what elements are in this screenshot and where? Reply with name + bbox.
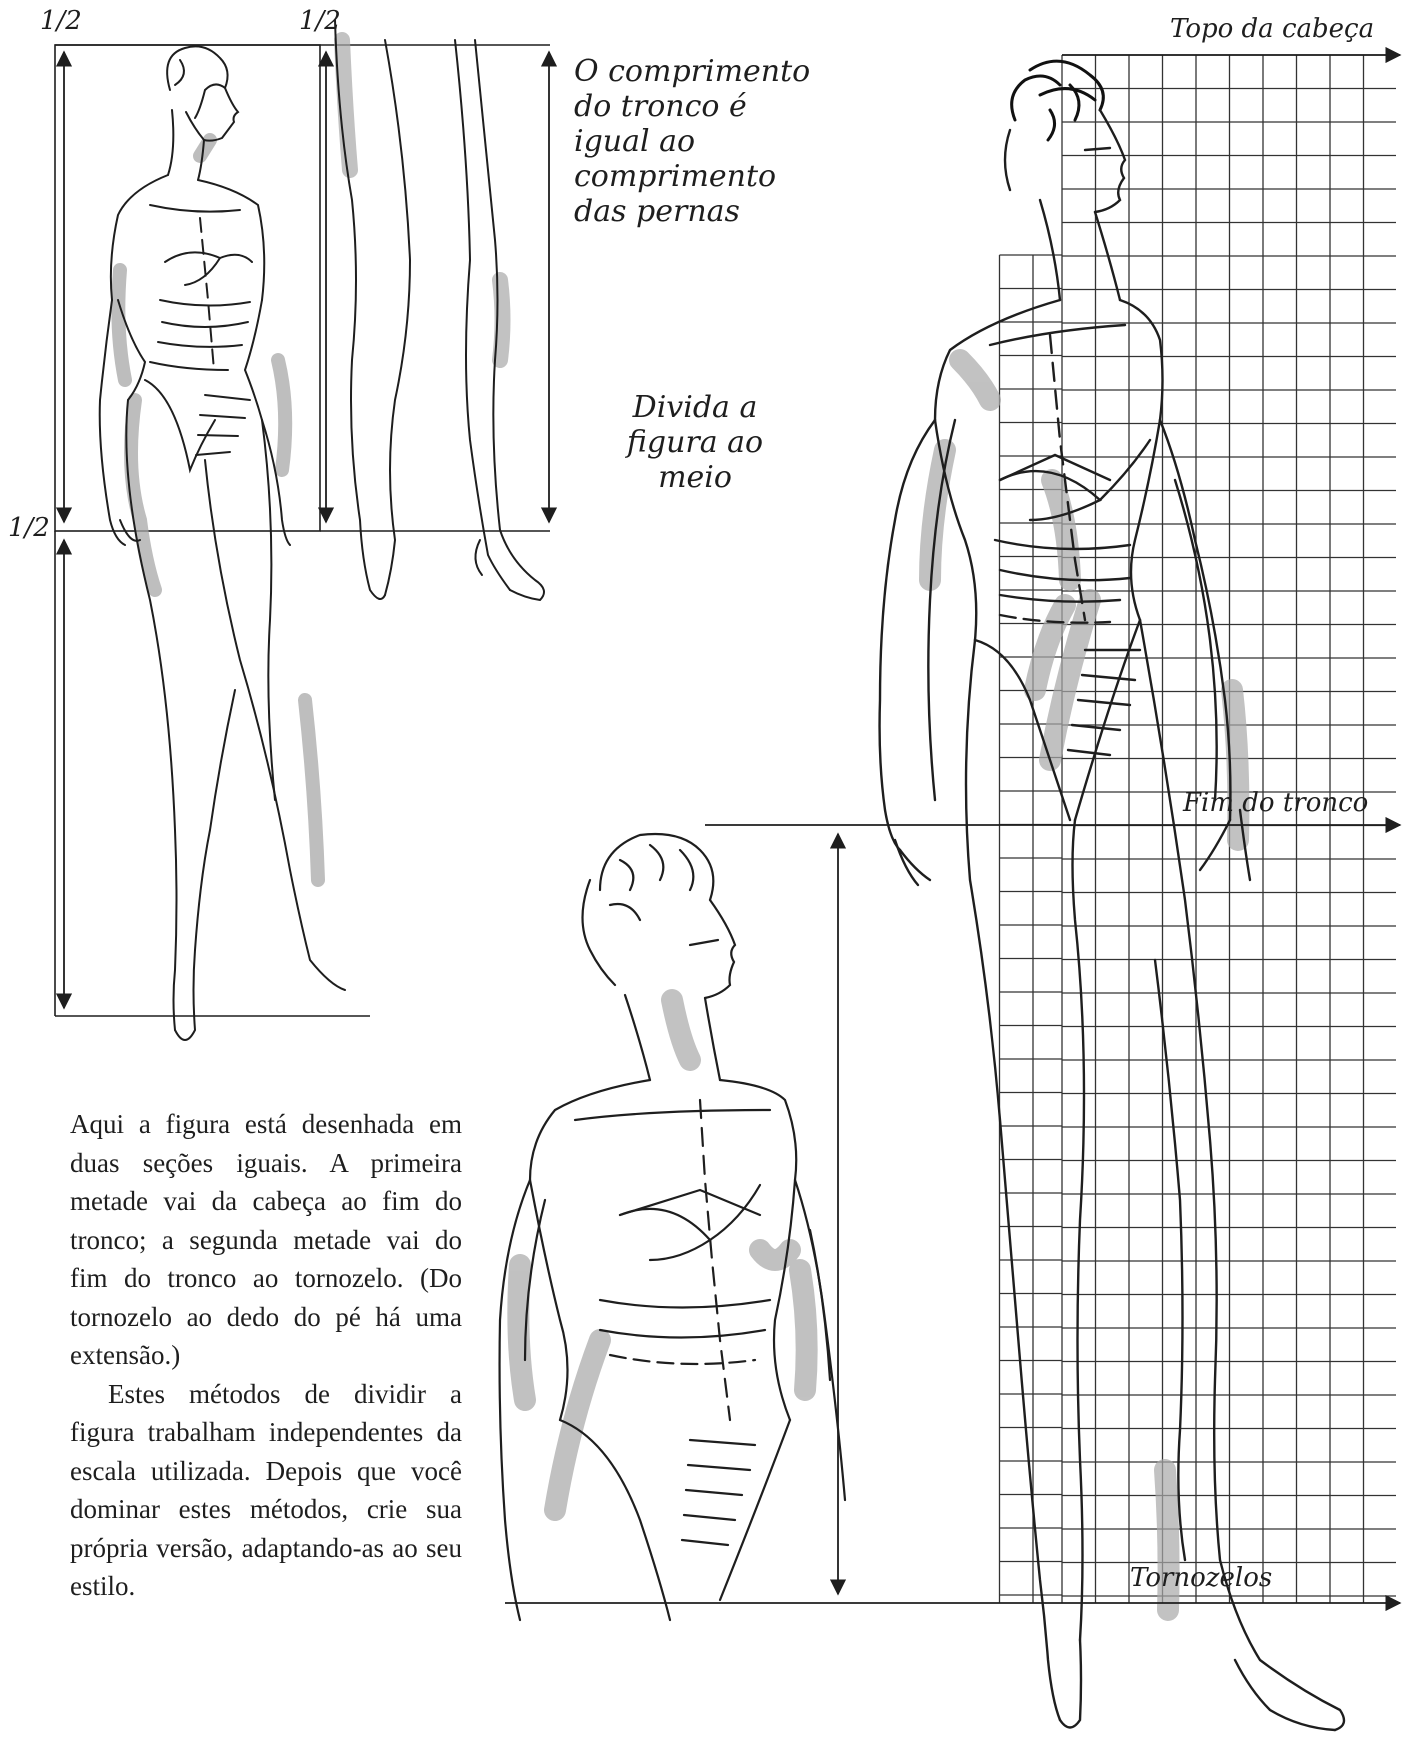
torso-length-note: O comprimento do tronco é igual ao compr… xyxy=(574,54,814,229)
torso-end-label: Fim do tronco xyxy=(1183,788,1368,818)
half-label-top-left: 1/2 xyxy=(40,6,82,36)
right-markers xyxy=(505,55,1400,1603)
explanation-text: Aqui a figura está desenhada em duas seç… xyxy=(70,1105,462,1606)
torso-figure xyxy=(500,834,845,1620)
measurement-frame-left xyxy=(55,45,550,1016)
half-label-top-right: 1/2 xyxy=(299,6,341,36)
head-top-label: Topo da cabeça xyxy=(1170,14,1374,44)
legs-figure xyxy=(335,20,544,600)
half-label-middle-left: 1/2 xyxy=(8,513,50,543)
explanation-paragraph-2: Estes métodos de dividir a figura trabal… xyxy=(70,1375,462,1606)
ankles-label: Tornozelos xyxy=(1130,1563,1272,1593)
divide-figure-note: Divida a figura ao meio xyxy=(620,390,770,495)
left-figure xyxy=(100,46,345,1040)
explanation-paragraph-1: Aqui a figura está desenhada em duas seç… xyxy=(70,1105,462,1375)
tall-figure xyxy=(880,61,1344,1730)
